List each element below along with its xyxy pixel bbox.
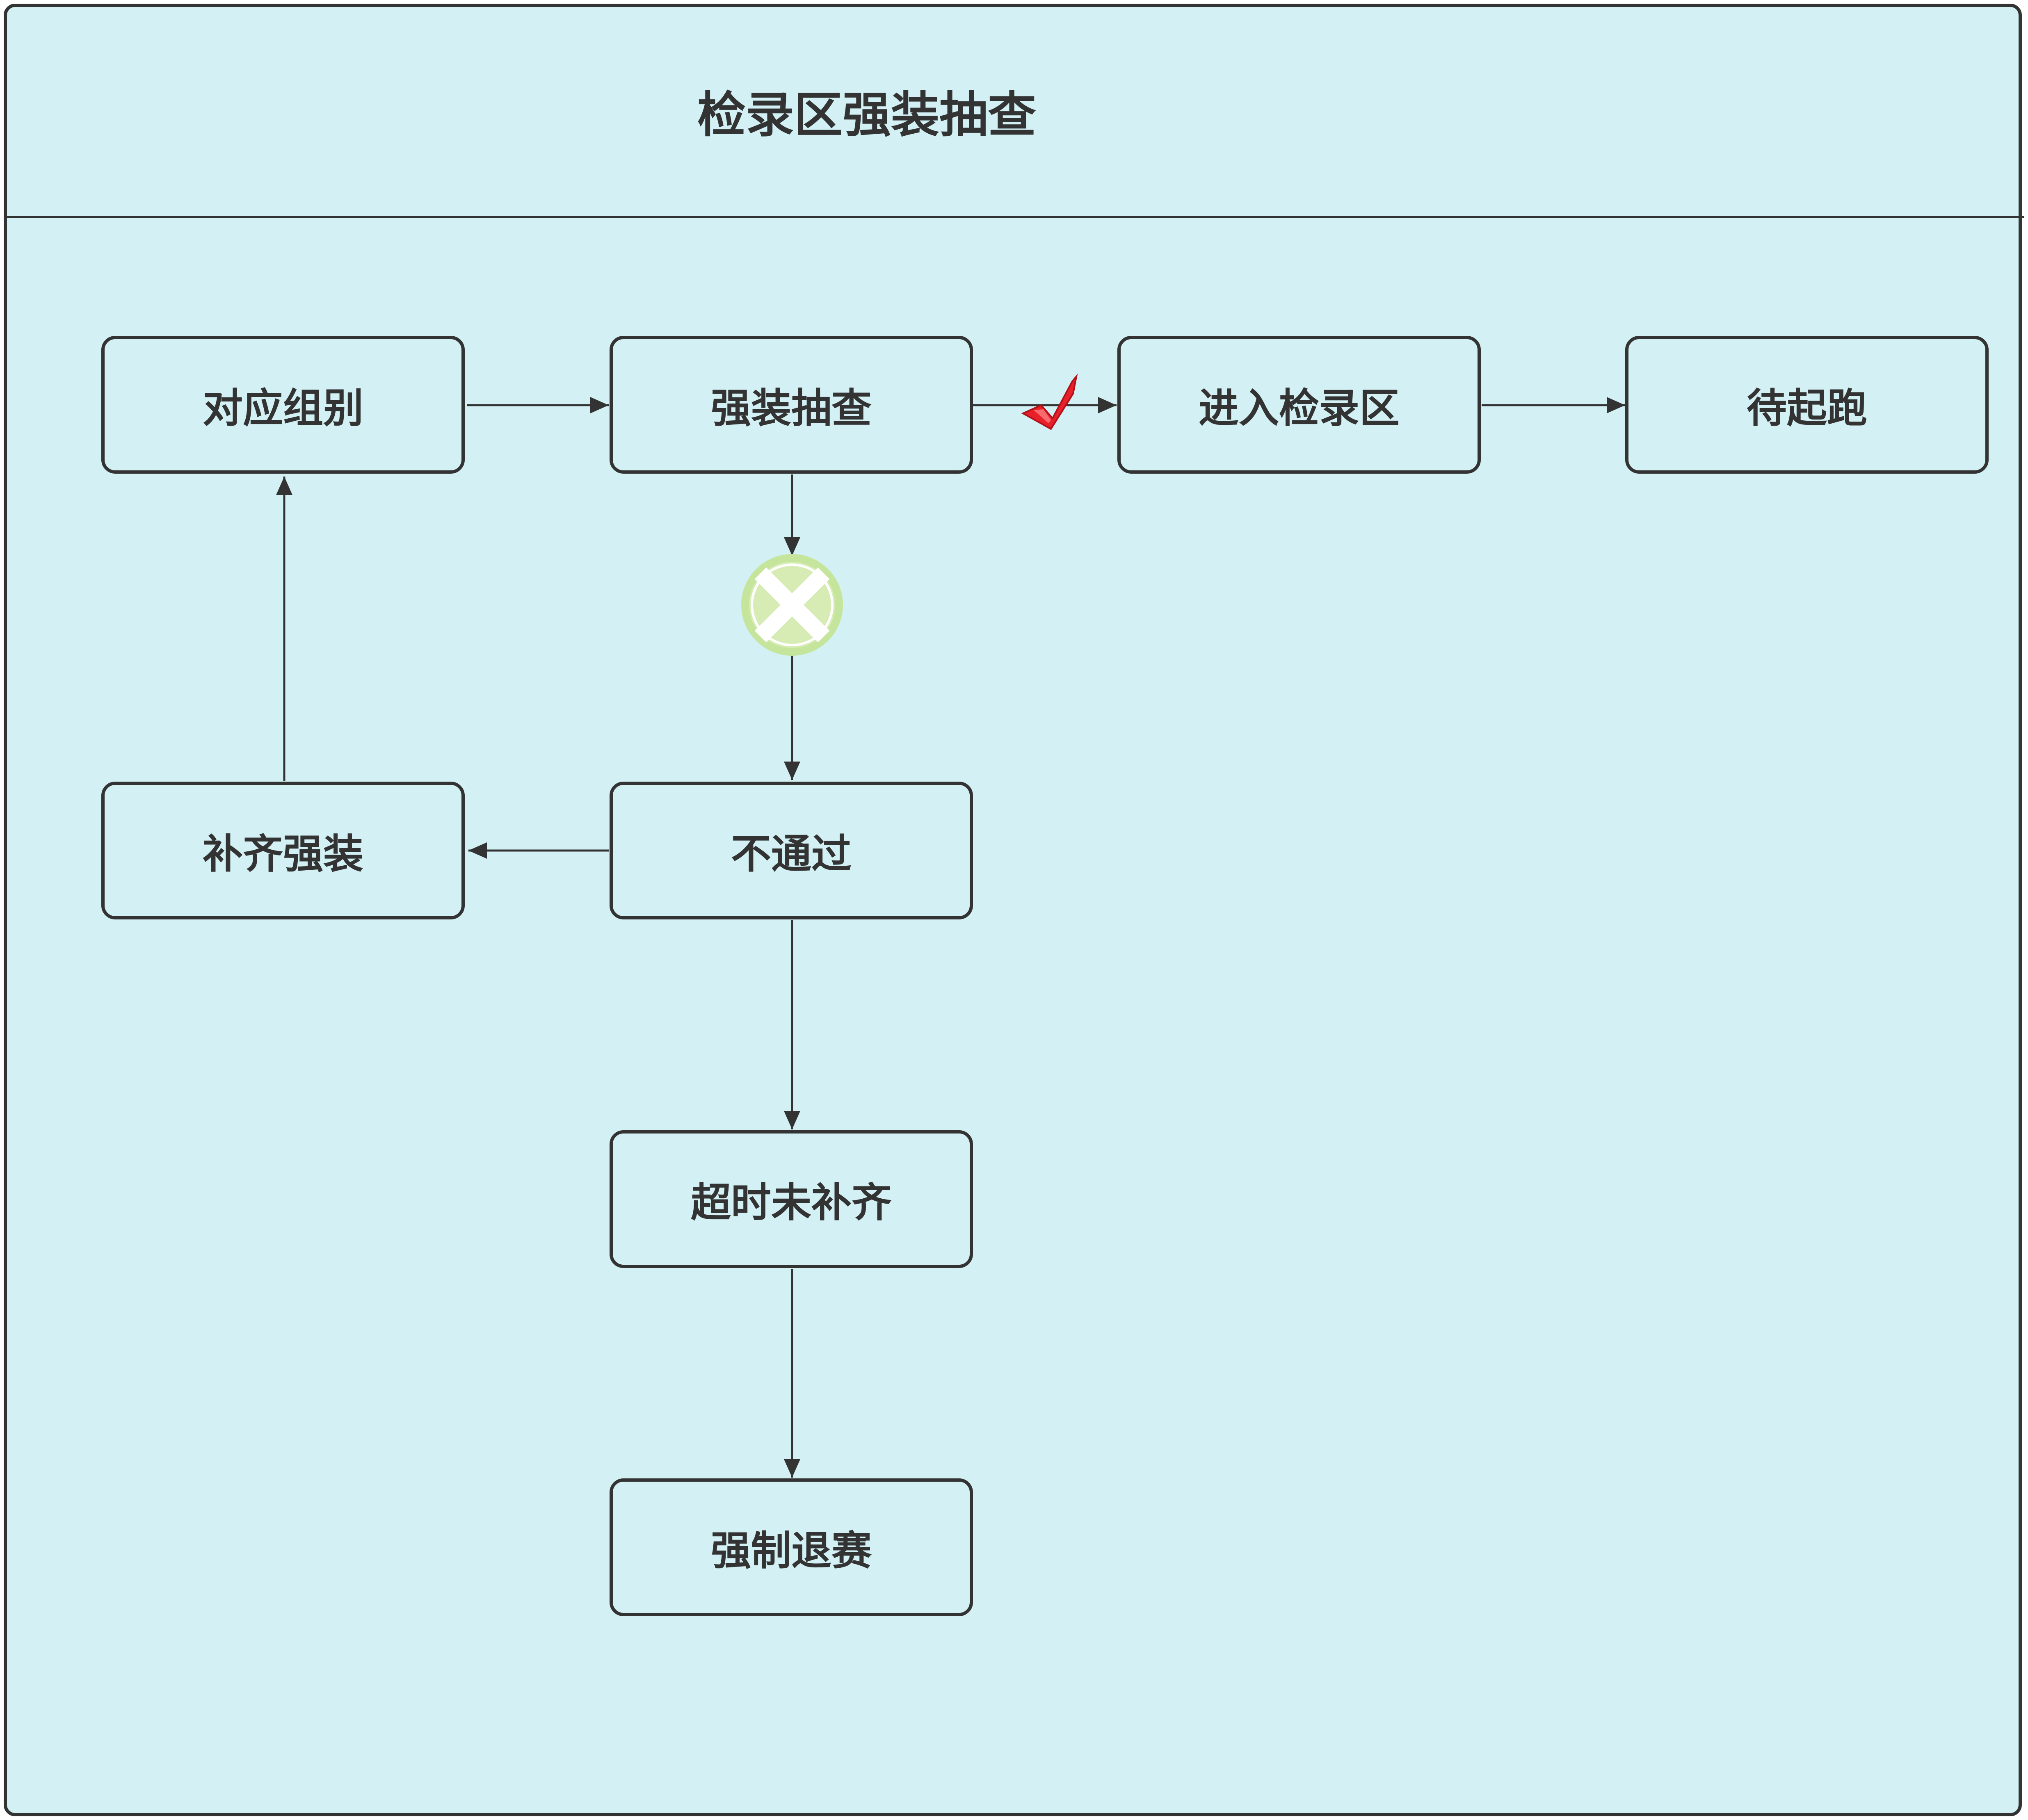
node-fail[interactable]: 不通过 [610,782,973,919]
reject-x-icon [741,554,843,656]
node-enter-area[interactable]: 进入检录区 [1117,336,1481,474]
check-mark-icon [1021,373,1078,430]
node-wait-start[interactable]: 待起跑 [1625,336,1989,474]
diagram-title: 检录区强装抽查 [697,87,1037,143]
node-supplement[interactable]: 补齐强装 [101,782,465,919]
header-divider [4,216,2024,218]
node-inspect[interactable]: 强装抽查 [610,336,973,474]
node-withdraw[interactable]: 强制退赛 [610,1478,973,1616]
node-timeout[interactable]: 超时未补齐 [610,1130,973,1268]
node-group[interactable]: 对应组别 [101,336,465,474]
